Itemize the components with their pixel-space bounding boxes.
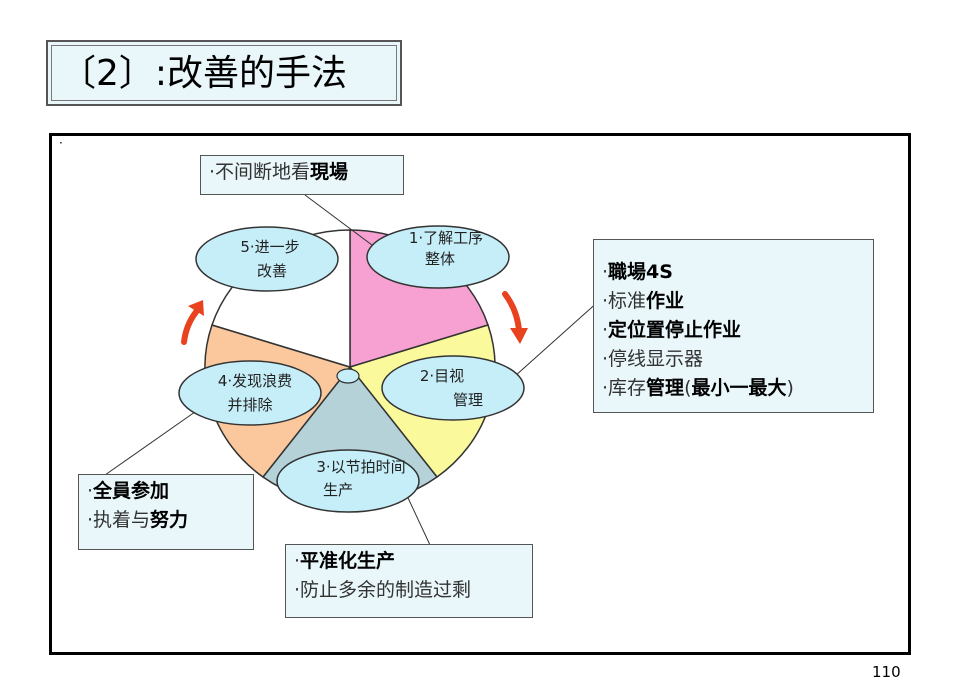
- callout-bottom-line-2: ·防止多余的制造过剩: [294, 579, 472, 601]
- step-label-5b: 改善: [257, 262, 287, 280]
- callout-bottom: ·平准化生产 ·防止多余的制造过剩: [285, 544, 533, 618]
- step-label-2a: 2·目视: [420, 367, 464, 385]
- callout-left: ·全員参加 ·执着与努力: [78, 474, 254, 550]
- callout-top-line: ·不间断地看現場: [209, 158, 395, 187]
- step-ellipse-5: [195, 226, 339, 292]
- callout-bottom-line-1: ·平准化生产: [294, 550, 396, 572]
- step-3: 3·以节拍时间 生产: [276, 449, 420, 513]
- callout-right-line-4: ·停线显示器: [602, 348, 704, 370]
- center-hub: [336, 368, 360, 384]
- callout-left-line-2: ·执着与努力: [87, 509, 189, 531]
- step-ellipse-4: [178, 360, 322, 426]
- connector-right: [504, 299, 601, 386]
- frame-mark: ·: [59, 136, 63, 150]
- step-label-3a: 3·以节拍时间: [316, 458, 405, 476]
- step-5: 5·进一步 改善: [195, 226, 339, 292]
- callout-top: ·不间断地看現場: [200, 155, 404, 195]
- callout-top-text: ·不间断地看: [209, 161, 311, 183]
- title-box: 〔2〕:改善的手法: [46, 40, 402, 106]
- callout-right-line-3: ·定位置停止作业: [602, 319, 742, 341]
- step-2: 2·目视 管理: [381, 355, 525, 421]
- callout-top-bold: 現場: [310, 161, 349, 183]
- step-label-1a: 1·了解工序: [409, 229, 483, 247]
- step-label-2b: 管理: [453, 391, 483, 409]
- callout-right-line-1: ·職場4S: [602, 261, 673, 283]
- page-number: 110: [872, 663, 901, 681]
- step-4: 4·发现浪费 并排除: [178, 360, 322, 426]
- step-label-3b: 生产: [323, 481, 353, 499]
- step-label-4a: 4·发现浪费: [218, 372, 292, 390]
- step-ellipse-2: [381, 355, 525, 421]
- content-frame: [49, 133, 911, 655]
- step-ellipse-3: [276, 449, 420, 513]
- step-1: 1·了解工序 整体: [366, 225, 510, 289]
- arrow-right-icon: [502, 291, 528, 344]
- step-ellipse-1: [366, 225, 510, 289]
- step-label-5a: 5·进一步: [240, 238, 299, 256]
- callout-right: ·職場4S ·标准作业 ·定位置停止作业 ·停线显示器 ·库存管理(最小一最大): [593, 239, 874, 413]
- step-label-1b: 整体: [425, 250, 455, 268]
- callout-right-line-2: ·标准作业: [602, 290, 685, 312]
- callout-left-line-1: ·全員参加: [87, 480, 170, 502]
- callout-right-line-5: ·库存管理(最小一最大): [602, 377, 794, 399]
- arrow-left-icon: [181, 300, 204, 345]
- step-label-4b: 并排除: [227, 396, 272, 414]
